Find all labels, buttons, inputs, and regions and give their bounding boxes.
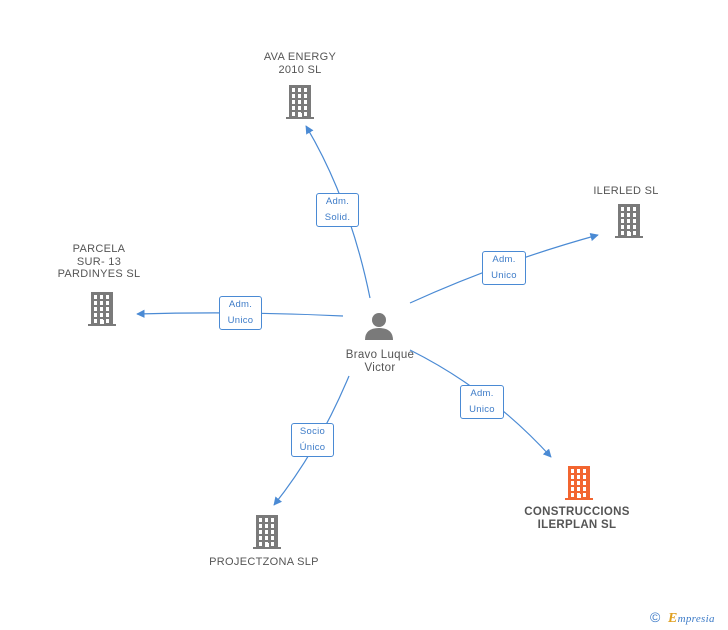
relation-label-projectzona: Socio Único — [291, 423, 334, 457]
person-label[interactable]: Bravo Luque Victor — [345, 349, 415, 374]
empresia-logo: Empresia — [668, 611, 715, 627]
copyright-symbol: © — [650, 609, 661, 625]
relation-label-ilerled: Adm. Unico — [482, 251, 526, 285]
company-label-construccions[interactable]: CONSTRUCCIONS ILERPLAN SL — [524, 506, 630, 531]
company-label-projectzona[interactable]: PROJECTZONA SLP — [209, 556, 319, 568]
relation-label-parcela: Adm. Unico — [219, 296, 262, 330]
company-label-ilerled[interactable]: ILERLED SL — [593, 185, 659, 197]
relation-label-construccions: Adm. Unico — [460, 385, 504, 419]
company-label-ava[interactable]: AVA ENERGY 2010 SL — [263, 51, 337, 76]
relation-label-ava: Adm. Solid. — [316, 193, 359, 227]
person-icon[interactable] — [365, 313, 393, 340]
building-icon-ilerled[interactable] — [615, 204, 643, 238]
building-icon-projectzona[interactable] — [253, 515, 281, 549]
company-label-parcela[interactable]: PARCELA SUR- 13 PARDINYES SL — [57, 243, 141, 280]
brand-rest: mpresia — [677, 613, 715, 625]
building-icon-parcela[interactable] — [88, 292, 116, 326]
building-icon-construccions[interactable] — [565, 466, 593, 500]
building-icon-ava[interactable] — [286, 85, 314, 119]
brand-initial: E — [668, 611, 678, 626]
